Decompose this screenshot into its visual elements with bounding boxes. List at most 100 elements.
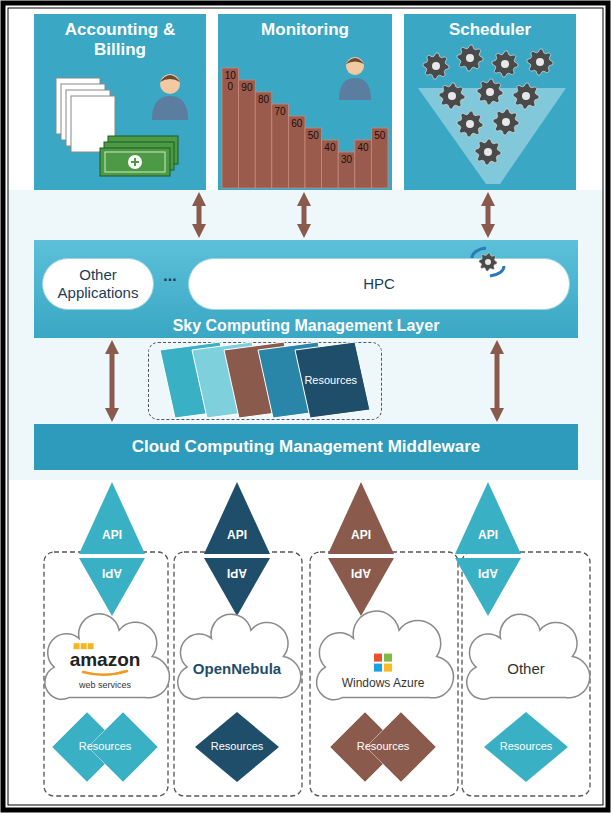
bar-chart bbox=[305, 128, 322, 188]
provider-group bbox=[174, 552, 302, 796]
cloud-provider-shape bbox=[178, 614, 301, 699]
gear-cluster bbox=[492, 51, 518, 77]
gear-cluster bbox=[466, 120, 474, 128]
bar-value: 60 bbox=[288, 119, 305, 130]
money-stack bbox=[131, 158, 139, 166]
node-text: Windows Azure bbox=[342, 676, 425, 690]
provider-logo bbox=[384, 654, 392, 662]
middleware-band: Cloud Computing Management Middleware bbox=[34, 424, 578, 470]
money-stack bbox=[100, 136, 178, 176]
provider-logo bbox=[384, 664, 392, 672]
gear-cluster bbox=[502, 118, 510, 126]
node-text: web services bbox=[79, 680, 131, 691]
bar-value: 40 bbox=[322, 143, 339, 154]
double-arrow bbox=[302, 206, 307, 224]
api-triangle-shape bbox=[455, 482, 521, 554]
provider-logo bbox=[74, 643, 80, 649]
node-text: Other bbox=[507, 660, 545, 678]
api-triangle: API bbox=[455, 482, 521, 554]
node-text: Accounting & Billing bbox=[42, 20, 198, 61]
node-text: Resources bbox=[211, 740, 264, 753]
gear-cluster bbox=[457, 111, 483, 137]
frame-inner bbox=[8, 8, 603, 805]
node-text: OpenNebula bbox=[193, 660, 281, 678]
resource-diamond-shape bbox=[484, 712, 568, 782]
gear-cluster bbox=[457, 45, 483, 71]
node-text: Sky Computing Management Layer bbox=[173, 316, 440, 335]
gear-cluster bbox=[493, 109, 519, 135]
gear-cluster bbox=[457, 45, 483, 71]
resource-card-stack bbox=[295, 342, 370, 418]
api-triangle-shape bbox=[79, 482, 145, 554]
gear-cluster bbox=[527, 49, 553, 75]
gear-cluster bbox=[527, 49, 553, 75]
node-text: API bbox=[102, 528, 122, 542]
cloud-provider-shape bbox=[467, 614, 590, 699]
bar-chart bbox=[272, 104, 289, 188]
cloud-provider: Other bbox=[468, 622, 584, 704]
management-layer-band: Sky Computing Management Layer Other Appl… bbox=[34, 240, 578, 338]
api-triangle: API bbox=[328, 482, 394, 554]
money-stack bbox=[128, 155, 142, 169]
node-text: API bbox=[478, 566, 498, 580]
resource-diamond: Resources bbox=[484, 712, 568, 782]
node-text: API bbox=[227, 566, 247, 580]
gear-cluster bbox=[477, 79, 503, 105]
ellipsis: ... bbox=[152, 268, 188, 285]
gear-cluster bbox=[457, 111, 483, 137]
gear-cluster bbox=[423, 53, 449, 79]
scheduler-link-icon bbox=[479, 253, 497, 271]
application-oval: Other Applications bbox=[42, 258, 154, 310]
band-ground bbox=[8, 190, 603, 480]
bar-chart bbox=[322, 140, 339, 188]
node-text: Scheduler bbox=[449, 20, 531, 40]
provider-logo bbox=[88, 643, 94, 649]
api-triangle-shape bbox=[328, 482, 394, 554]
node-text: Resources bbox=[357, 740, 410, 753]
api-triangle-shape bbox=[204, 482, 270, 554]
gear-cluster bbox=[466, 54, 474, 62]
resource-diamond-shape bbox=[195, 712, 279, 782]
api-triangle-shape bbox=[204, 482, 270, 554]
gear-cluster bbox=[492, 51, 518, 77]
api-triangle-inverted-shape bbox=[328, 558, 394, 616]
gear-cluster bbox=[493, 109, 519, 135]
bar-chart bbox=[355, 140, 372, 188]
api-triangle-inverted-shape bbox=[204, 558, 270, 616]
api-triangle-inverted: API bbox=[328, 558, 394, 616]
node-text: API bbox=[227, 528, 247, 542]
api-triangle-inverted: API bbox=[79, 558, 145, 616]
api-triangle-shape bbox=[455, 482, 521, 554]
double-arrow bbox=[110, 354, 115, 408]
resource-card-stack bbox=[160, 342, 370, 418]
bar-value: 50 bbox=[371, 131, 388, 142]
resource-diamond: Resources bbox=[52, 712, 158, 782]
bar-chart bbox=[239, 80, 256, 188]
cloud-provider-shape bbox=[317, 611, 454, 700]
node-text: Resources bbox=[304, 374, 357, 387]
bar-chart bbox=[288, 116, 305, 188]
frame bbox=[3, 3, 608, 810]
cloud-provider: OpenNebula bbox=[179, 622, 295, 704]
node-text: Resources bbox=[500, 740, 553, 753]
bar-value: 80 bbox=[255, 95, 272, 106]
money-stack bbox=[100, 148, 170, 176]
api-triangle-inverted-shape bbox=[79, 558, 145, 616]
api-triangle-shape bbox=[79, 482, 145, 554]
double-arrow bbox=[486, 206, 491, 224]
bar-value: 40 bbox=[355, 143, 372, 154]
provider-logo bbox=[81, 643, 87, 649]
node-text: Cloud Computing Management Middleware bbox=[132, 437, 481, 457]
gear-cluster bbox=[522, 92, 530, 100]
gear-cluster bbox=[477, 79, 503, 105]
bar-value: 30 bbox=[338, 155, 355, 166]
scheduler-link-icon bbox=[485, 259, 491, 265]
node-text: HPC bbox=[363, 275, 395, 293]
gear-cluster bbox=[448, 92, 456, 100]
gear-cluster bbox=[536, 58, 544, 66]
person-icon bbox=[160, 74, 180, 94]
bar-value: 50 bbox=[305, 131, 322, 142]
cloud-provider: amazonweb services bbox=[46, 622, 164, 704]
